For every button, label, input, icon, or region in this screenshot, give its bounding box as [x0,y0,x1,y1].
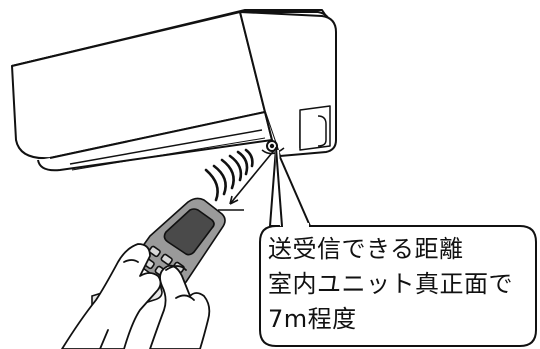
air-conditioner-icon [11,9,337,172]
callout-line-1: 送受信できる距離 [268,235,464,263]
callout-text: 送受信できる距離 室内ユニット真正面で 7m程度 [268,232,534,337]
hands-icon [61,243,211,349]
remote-control-icon [135,197,226,290]
callout-line-3: 7m程度 [268,305,357,333]
distance-arrow-icon [218,147,277,211]
callout-line-2: 室内ユニット真正面で [268,270,513,298]
speech-bubble-icon [259,147,537,347]
signal-waves-icon [204,148,254,202]
